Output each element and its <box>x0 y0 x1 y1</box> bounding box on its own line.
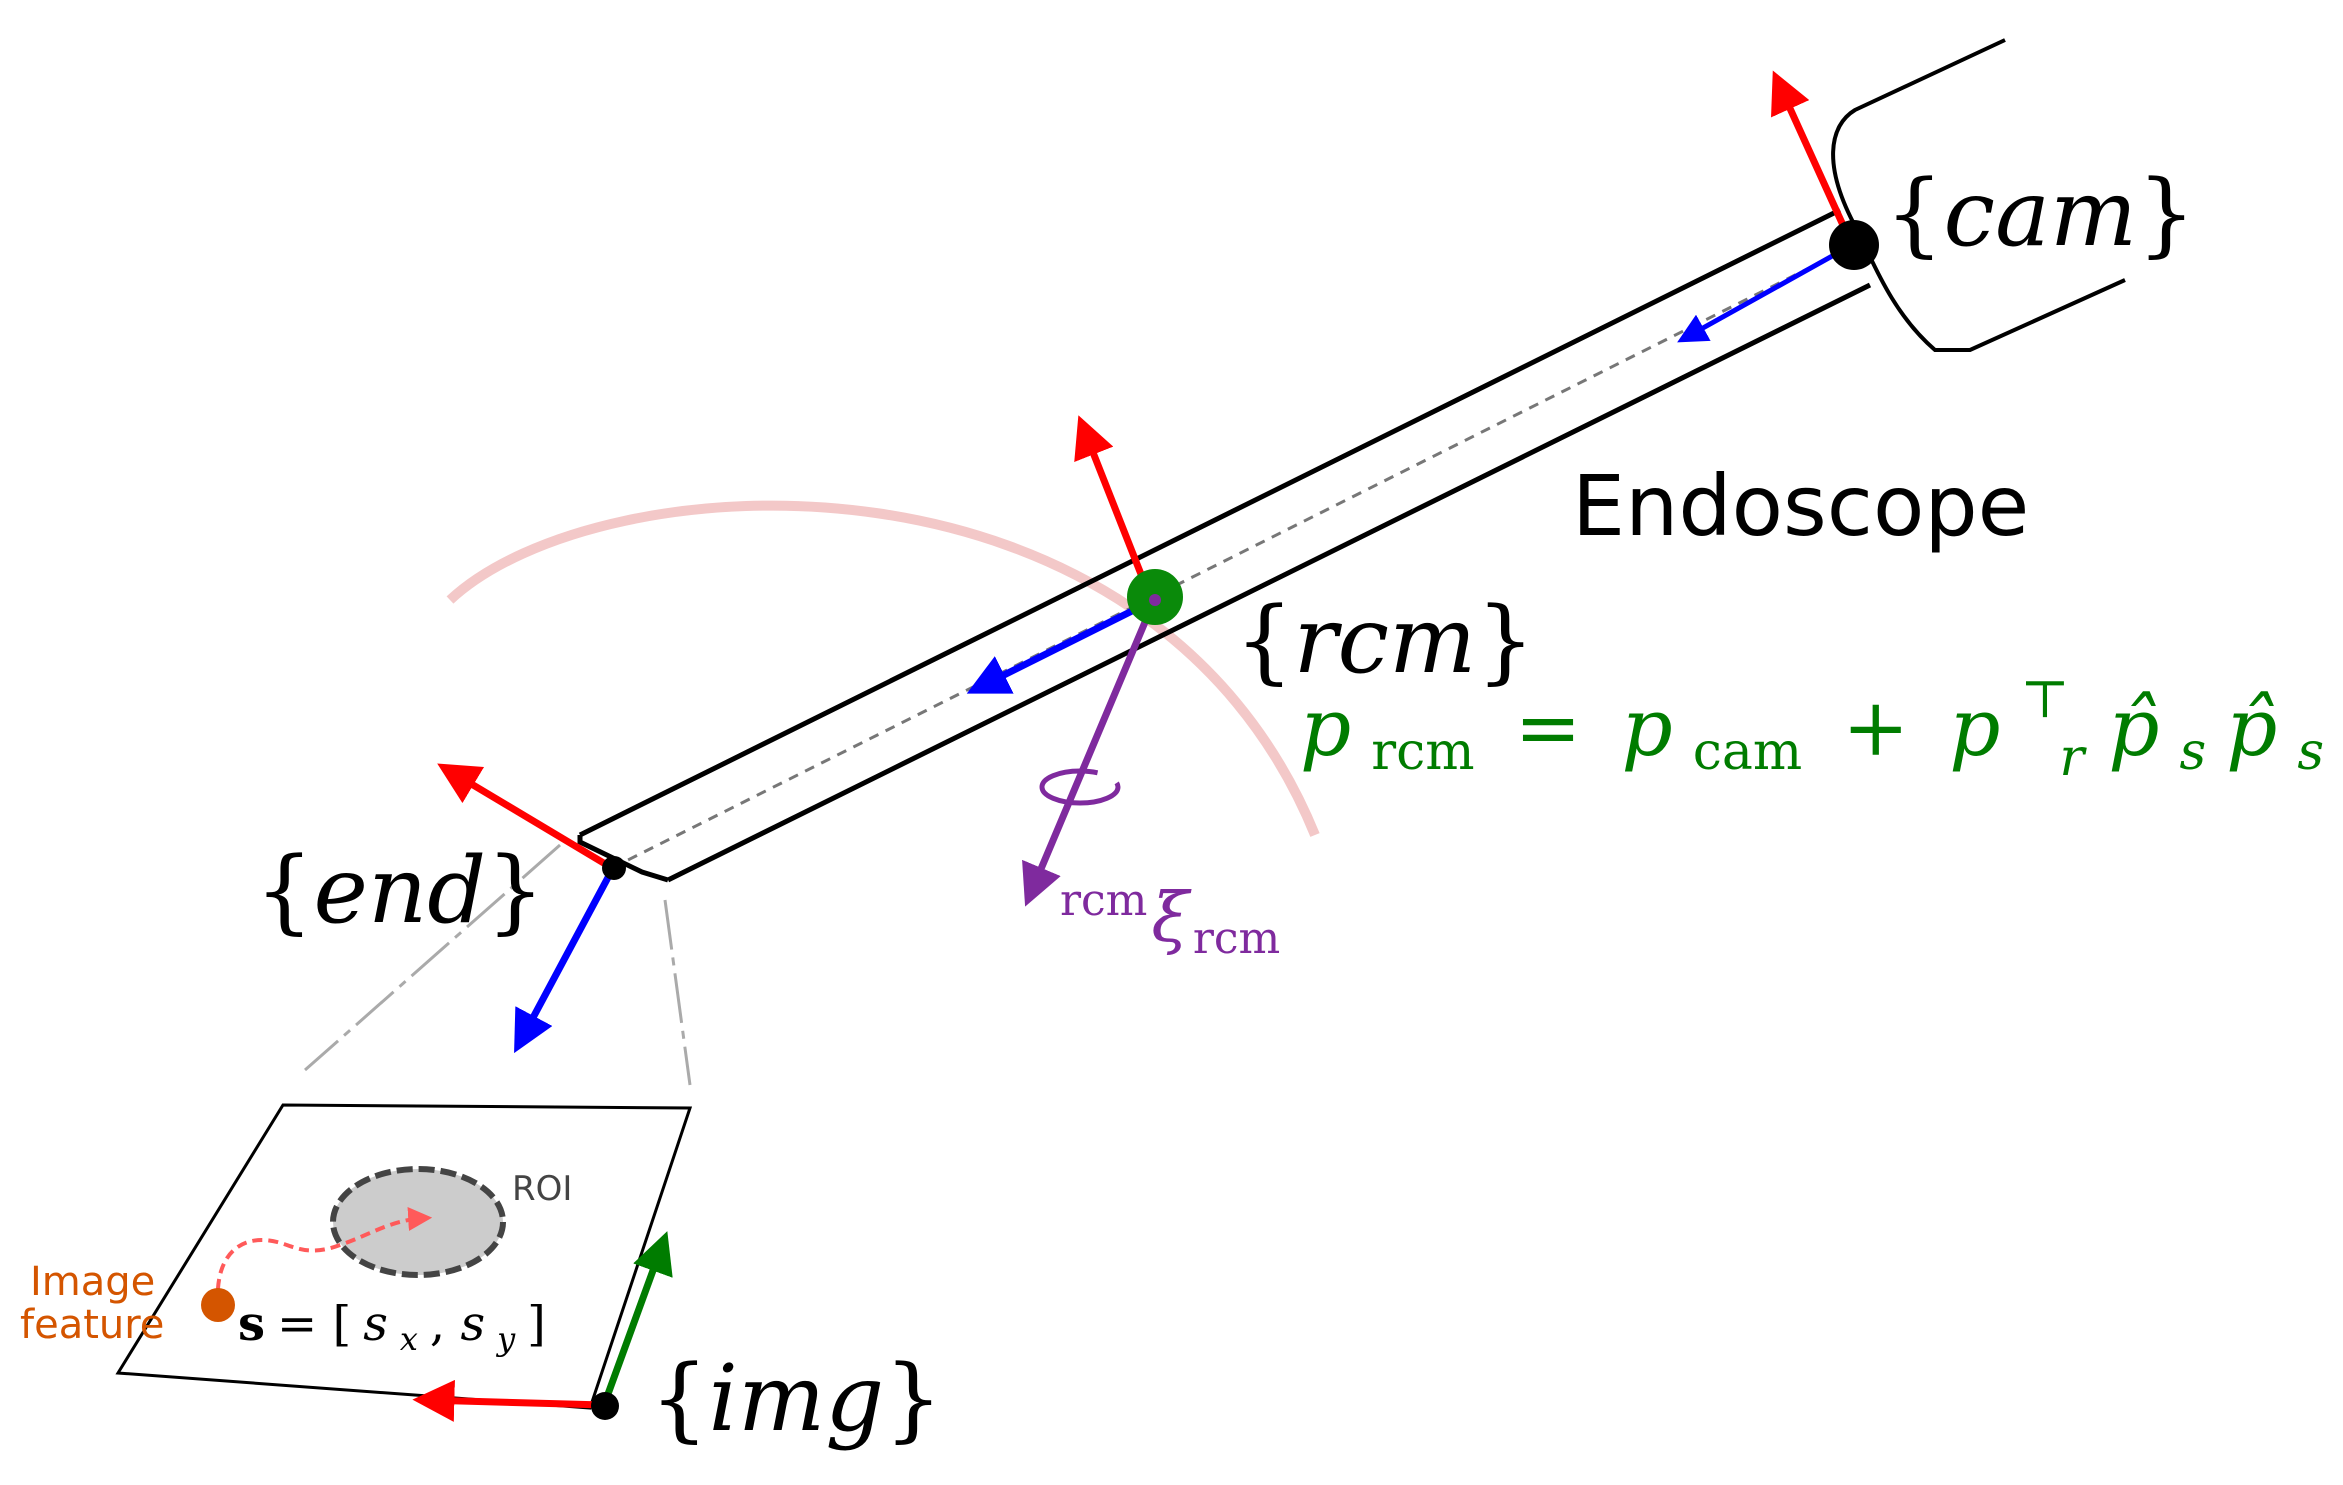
rcm-z-axis-arrow <box>966 593 1162 694</box>
cam-frame-label: {cam} <box>1885 160 2196 267</box>
cam-x-axis-arrow <box>1771 70 1856 247</box>
rcm-position-equation: p rcm = p cam + p ⊤ r p̂ s p̂ s <box>1300 647 2324 793</box>
feature-trajectory <box>215 1206 433 1306</box>
image-feature-point <box>201 1288 235 1322</box>
rcm-rotation-icon <box>1039 768 1121 806</box>
cam-origin <box>1829 220 1879 270</box>
end-z-axis-arrow <box>514 868 616 1054</box>
end-frame-label: {end} <box>255 837 545 944</box>
img-x-axis-arrow <box>412 1379 605 1422</box>
fov-right-line <box>663 899 692 1086</box>
img-origin <box>591 1392 619 1420</box>
img-frame-label: {img} <box>650 1345 943 1452</box>
shaft-axis <box>611 243 1856 870</box>
img-y-axis-arrow <box>600 1231 673 1407</box>
rcm-frame-label: {rcm} <box>1235 587 1535 694</box>
end-x-axis-arrow <box>437 763 614 872</box>
fov-left-line <box>304 843 561 1072</box>
rcm-twist-arrow <box>1022 613 1152 907</box>
body-wall-arc <box>446 500 1320 837</box>
end-origin <box>602 856 626 880</box>
rcm-x-axis-arrow <box>1074 415 1154 599</box>
image-feature-label: Image feature <box>20 1259 168 1348</box>
roi-ellipse <box>330 1166 506 1278</box>
roi-label: ROI <box>512 1169 572 1209</box>
rcm-twist-label: rcm ξ rcm <box>1060 875 1280 964</box>
endoscope-shaft <box>577 207 1872 883</box>
rcm-origin-center <box>1149 594 1161 606</box>
cam-z-axis-arrow <box>1677 242 1854 343</box>
endoscope-label: Endoscope <box>1572 457 2029 555</box>
feature-vector-label: s = [ s x , s y ] <box>238 1296 546 1361</box>
